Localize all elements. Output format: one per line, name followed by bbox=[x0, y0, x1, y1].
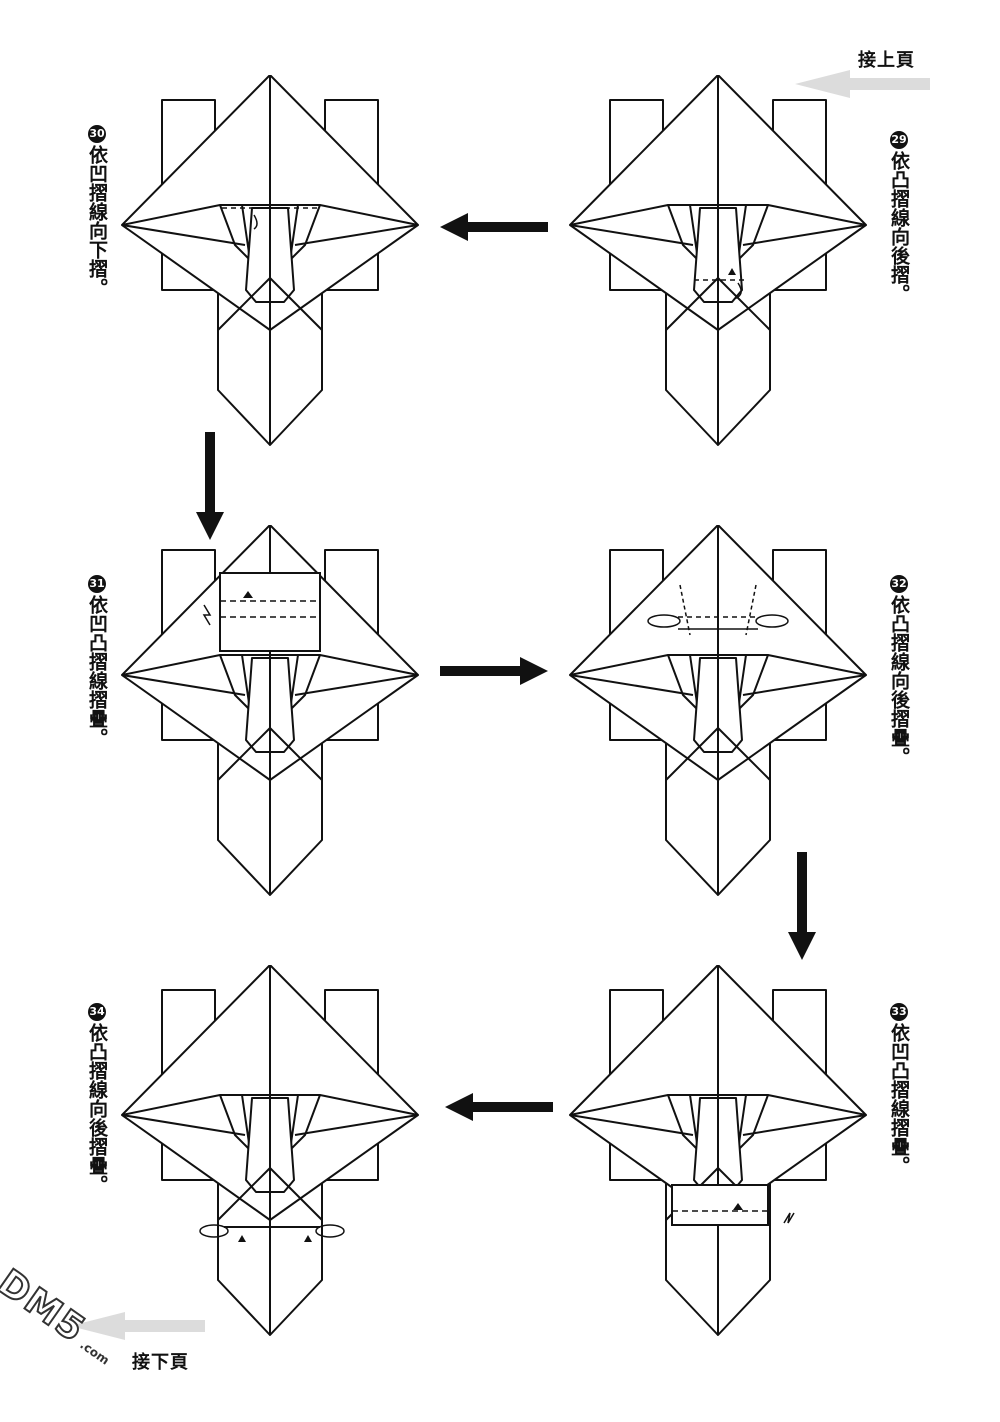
figure-step-32 bbox=[569, 525, 867, 896]
next-page-arrow-icon bbox=[70, 1312, 205, 1340]
step-32-label: 32 依凸摺線向後摺疊。 bbox=[882, 572, 916, 770]
flow-arrow-down-icon bbox=[196, 432, 224, 540]
step-instruction: 依凸摺線向後摺疊。 bbox=[888, 595, 910, 766]
figure-step-29 bbox=[569, 75, 867, 446]
step-instruction: 依凹凸摺線摺疊。 bbox=[86, 595, 108, 747]
figure-step-34 bbox=[121, 965, 419, 1336]
prev-page-label: 接上頁 bbox=[858, 50, 915, 71]
watermark-logo: DM5 bbox=[0, 1261, 94, 1352]
prev-page-arrow-icon bbox=[795, 70, 930, 98]
next-page-label: 接下頁 bbox=[132, 1352, 189, 1373]
flow-arrow-right-icon bbox=[440, 657, 548, 685]
flow-arrow-left-icon bbox=[440, 213, 548, 241]
step-number: 30 bbox=[88, 125, 106, 143]
step-30-label: 30 依凹摺線向下摺。 bbox=[80, 122, 114, 301]
step-instruction: 依凹摺線向下摺。 bbox=[86, 145, 108, 297]
step-33-label: 33 依凹凸摺線摺疊。 bbox=[882, 1000, 916, 1179]
watermark-domain: .com bbox=[77, 1337, 112, 1368]
step-number: 29 bbox=[890, 131, 908, 149]
step-instruction: 依凸摺線向後摺。 bbox=[888, 151, 910, 303]
step-number: 34 bbox=[88, 1003, 106, 1021]
figure-step-31 bbox=[121, 525, 419, 896]
flow-arrow-left-icon bbox=[445, 1093, 553, 1121]
step-number: 33 bbox=[890, 1003, 908, 1021]
step-number: 31 bbox=[88, 575, 106, 593]
step-instruction: 依凹凸摺線摺疊。 bbox=[888, 1023, 910, 1175]
step-number: 32 bbox=[890, 575, 908, 593]
flow-arrow-down-icon bbox=[788, 852, 816, 960]
figure-step-30 bbox=[121, 75, 419, 446]
step-31-label: 31 依凹凸摺線摺疊。 bbox=[80, 572, 114, 751]
figure-step-33 bbox=[569, 965, 867, 1336]
step-34-label: 34 依凸摺線向後摺疊。 bbox=[80, 1000, 114, 1198]
step-instruction: 依凸摺線向後摺疊。 bbox=[86, 1023, 108, 1194]
step-29-label: 29 依凸摺線向後摺。 bbox=[882, 128, 916, 307]
